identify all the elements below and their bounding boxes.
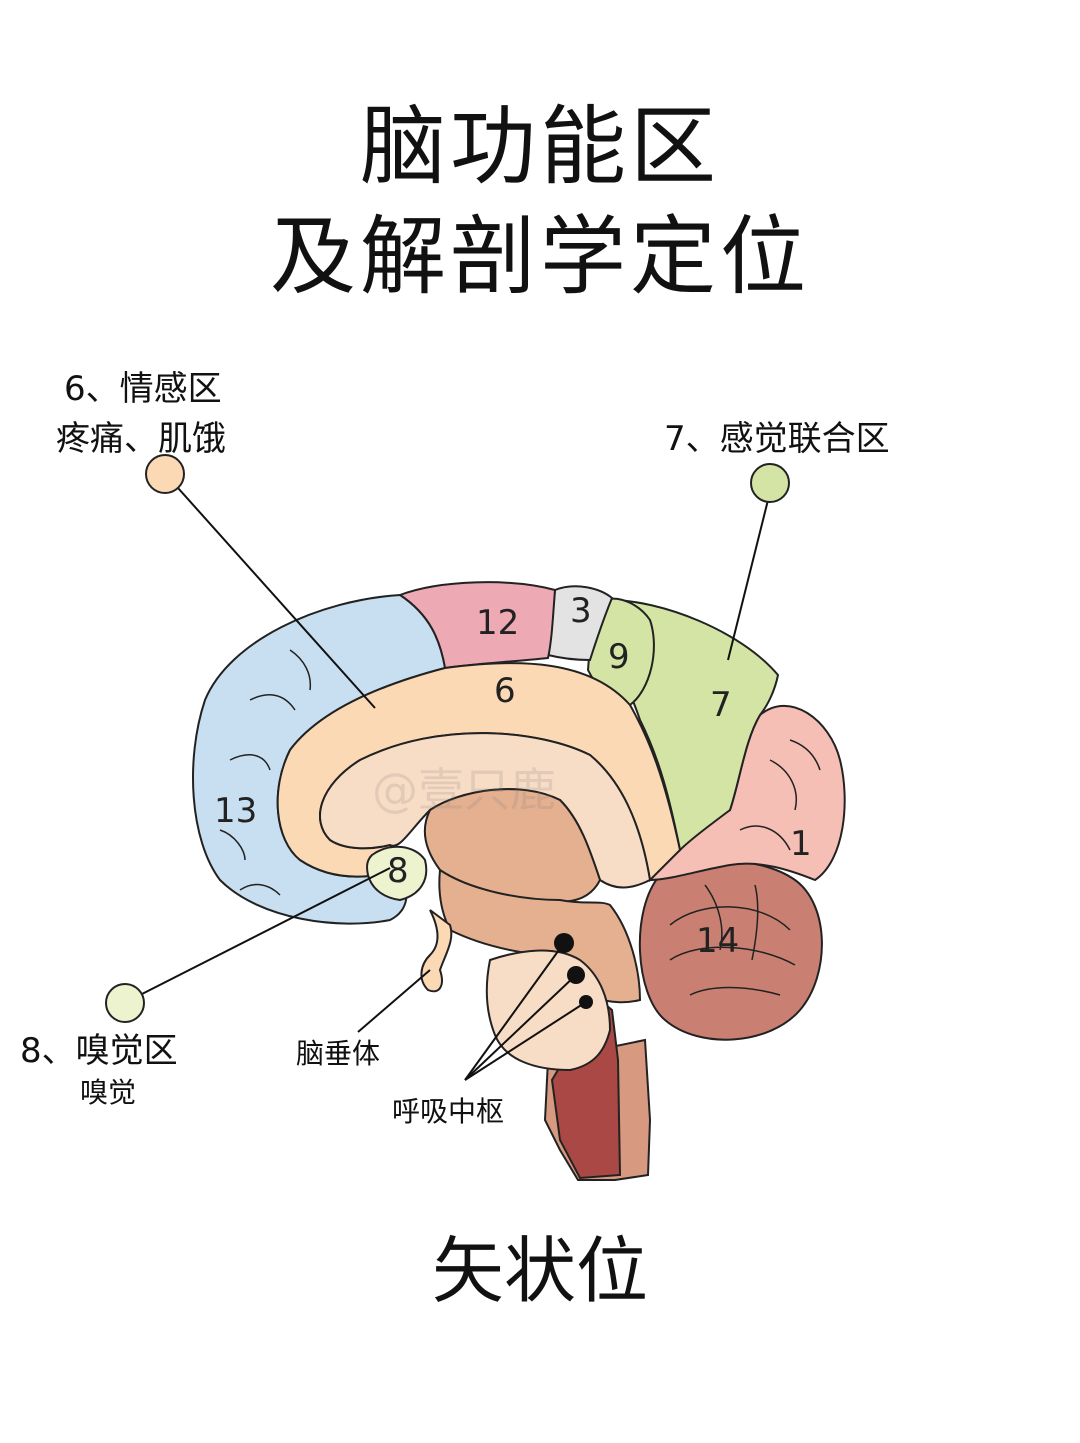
callout-label-8-line1: 8、嗅觉区 — [20, 1031, 178, 1071]
callout-line-8 — [139, 867, 391, 996]
region-number-9: 9 — [608, 637, 630, 677]
callout-line-7 — [727, 499, 769, 661]
callout-label-8-line2: 嗅觉 — [80, 1076, 137, 1109]
callout-line-resp-2 — [464, 974, 577, 1081]
region-number-3: 3 — [570, 591, 592, 631]
pituitary-gland — [420, 909, 453, 993]
callout-line-resp-3 — [464, 1001, 587, 1081]
callout-line-6 — [177, 487, 376, 709]
cerebellum-folia — [669, 884, 796, 996]
region-8-olfactory — [366, 845, 428, 902]
callout-dot-6 — [145, 454, 185, 494]
callout-line-pituitary — [357, 969, 431, 1033]
callout-label-6-line1: 6、情感区 — [64, 369, 222, 409]
callout-label-pituitary: 脑垂体 — [296, 1037, 381, 1070]
region-number-8: 8 — [387, 851, 409, 891]
region-number-7: 7 — [710, 685, 732, 725]
frontal-sulci — [219, 649, 312, 896]
callout-label-6-line2: 疼痛、肌饿 — [56, 419, 226, 459]
view-label-sagittal: 矢状位 — [431, 1229, 648, 1313]
watermark: @壹只鹿 — [372, 763, 556, 817]
region-number-1: 1 — [790, 824, 812, 864]
callout-dot-8 — [105, 983, 145, 1023]
region-number-6: 6 — [494, 671, 516, 711]
callout-label-7: 7、感觉联合区 — [664, 419, 890, 459]
region-number-12: 12 — [476, 603, 519, 643]
page-title-line-2: 及解剖学定位 — [270, 207, 810, 307]
page-title-line-1: 脑功能区 — [360, 97, 720, 197]
callout-line-resp-1 — [464, 942, 565, 1081]
region-number-13: 13 — [214, 791, 257, 831]
callout-label-respiratory: 呼吸中枢 — [392, 1095, 505, 1128]
region-number-14: 14 — [696, 921, 739, 961]
occipital-sulci — [739, 739, 821, 851]
callout-dot-7 — [750, 463, 790, 503]
